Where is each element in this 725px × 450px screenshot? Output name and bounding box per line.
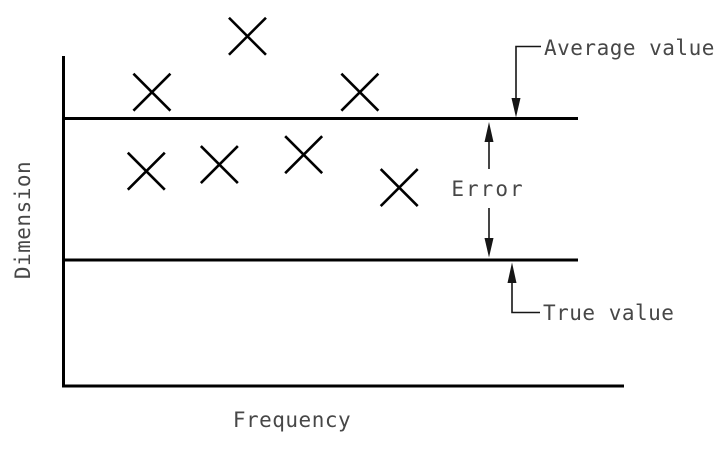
- error-down-arrow-icon: [484, 238, 494, 258]
- average-value-down-arrow-icon: [511, 98, 521, 118]
- scatter-marker-x: [340, 72, 380, 112]
- error-label: Error: [451, 177, 524, 201]
- scatter-marker-x: [199, 145, 239, 184]
- scatter-markers: [126, 16, 419, 208]
- error-up-arrow-icon: [484, 122, 494, 142]
- average-value-leader-line: [515, 45, 541, 101]
- true-value-leader-line: [511, 281, 540, 314]
- scatter-marker-x: [132, 72, 172, 112]
- scatter-marker-x: [284, 135, 324, 175]
- scatter-marker-x: [228, 16, 267, 56]
- x-axis-label: Frequency: [233, 408, 351, 432]
- scatter-marker-x: [126, 151, 166, 191]
- y-axis-label: Dimension: [11, 161, 35, 279]
- scatter-marker-x: [379, 168, 419, 208]
- true-value-up-arrow-icon: [507, 262, 517, 283]
- average-value-label: Average value: [544, 36, 715, 60]
- true-value-label: True value: [543, 301, 674, 325]
